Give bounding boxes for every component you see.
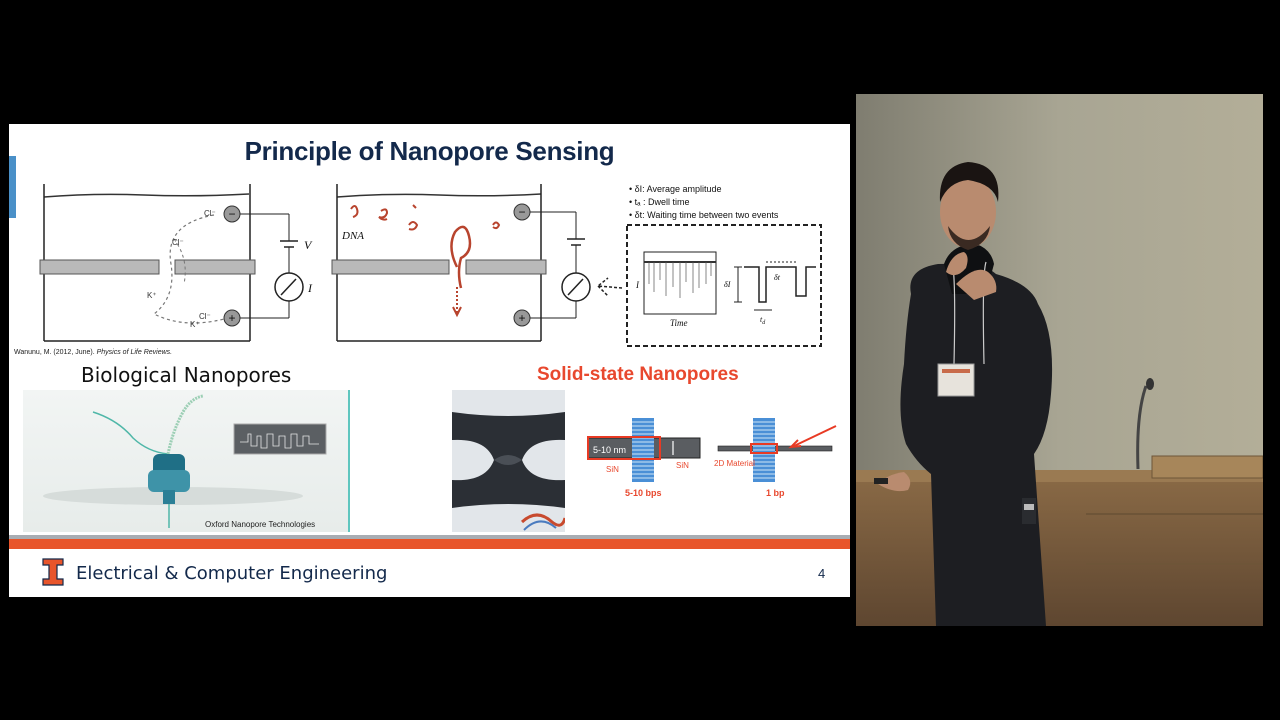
ion-flow-diagram: − + Cl⁻ Cl⁻ Cl⁻ K⁺ K⁺ V I	[39, 184, 313, 342]
legend-item-dwell-time: • tₐ : Dwell time	[629, 197, 690, 207]
slide-number: 4	[818, 566, 826, 581]
trace-current-label: I	[635, 280, 640, 290]
solid-state-nanopore-image	[452, 390, 565, 532]
bps-label: 5-10 bps	[625, 488, 662, 498]
biological-nanopores-heading: Biological Nanopores	[81, 363, 292, 387]
solid-state-schematic: 5-10 nm SiN SiN 5-10 bps 2D Material 1 b…	[587, 418, 837, 498]
legend-item-waiting-time: • δt: Waiting time between two events	[629, 210, 779, 220]
potassium-label-middle: K⁺	[147, 291, 157, 300]
presentation-slide: Principle of Nanopore Sensing − + Cl⁻ Cl…	[9, 124, 850, 597]
citation: Wanunu, M. (2012, June). Physics of Life…	[14, 349, 172, 356]
sin-left-label: SiN	[606, 465, 619, 474]
positive-electrode-label-2: +	[518, 311, 525, 325]
solid-state-nanopores-heading: Solid-state Nanopores	[537, 364, 739, 385]
bp-label: 1 bp	[766, 488, 785, 498]
footer-orange-rule	[9, 539, 850, 549]
material-label: 2D Material	[714, 459, 755, 468]
sin-right-label: SiN	[676, 461, 689, 470]
department-name: Electrical & Computer Engineering	[76, 563, 388, 584]
current-trace-diagram: I Time δI δt td	[596, 224, 822, 347]
negative-electrode-label-2: −	[518, 205, 525, 219]
dwell-time-label: td	[760, 315, 766, 326]
signal-legend: • δI: Average amplitude • tₐ : Dwell tim…	[629, 183, 778, 222]
dna-label: DNA	[341, 230, 364, 242]
dna-translocation-diagram: DNA − +	[331, 184, 591, 342]
slide-title: Principle of Nanopore Sensing	[244, 136, 615, 166]
citation-journal: Physics of Life Reviews.	[96, 349, 173, 356]
positive-electrode-label: +	[228, 311, 235, 325]
time-label: Time	[670, 318, 688, 328]
chloride-label-middle: Cl⁻	[172, 238, 184, 247]
negative-electrode-label: −	[228, 207, 235, 221]
chloride-label-top: Cl⁻	[204, 209, 216, 218]
speaker-video-feed	[856, 94, 1263, 626]
current-label: I	[307, 281, 313, 295]
voltage-label: V	[304, 238, 313, 252]
footer-grey-rule	[9, 535, 850, 539]
citation-author: Wanunu, M. (2012, June).	[14, 349, 95, 356]
oxford-nanopore-caption: Oxford Nanopore Technologies	[205, 520, 316, 529]
delta-i-label: δI	[724, 280, 731, 289]
speaker-scene	[856, 94, 1263, 626]
legend-item-amplitude: • δI: Average amplitude	[629, 184, 722, 194]
potassium-label-bottom: K⁺	[190, 320, 200, 329]
biological-nanopore-illustration	[23, 390, 350, 532]
slide-accent-tab	[9, 156, 16, 218]
thickness-label: 5-10 nm	[593, 445, 626, 455]
chloride-label-bottom: Cl⁻	[199, 312, 211, 321]
illinois-block-i-logo	[42, 558, 64, 586]
delta-t-label: δt	[774, 273, 781, 282]
